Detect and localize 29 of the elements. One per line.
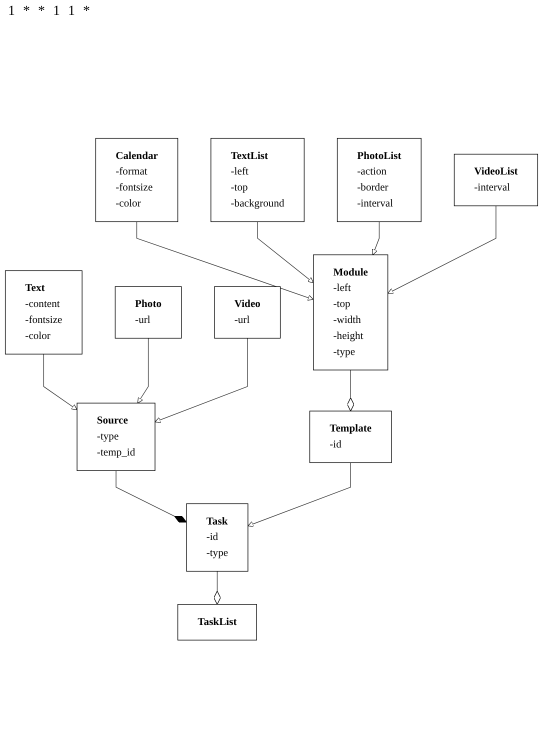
arrow <box>136 221 314 300</box>
multiplicity-label: * <box>23 4 30 20</box>
arrow <box>137 338 149 404</box>
node-box: Source -type -temp_id <box>76 402 156 471</box>
node-box: Photo -url <box>114 286 182 338</box>
node-box: Template -id <box>309 410 392 463</box>
multiplicity-label: 1 <box>53 4 60 20</box>
arrow <box>248 462 351 527</box>
multiplicity-label: 1 <box>68 4 75 20</box>
multiplicity-label: * <box>83 4 90 20</box>
node-box: PhotoList -action -border -interval <box>336 138 422 222</box>
node-box: Task -id -type <box>186 503 248 572</box>
arrow <box>154 338 248 423</box>
multiplicity-label: 1 <box>8 4 15 20</box>
node-box: VideoList -interval <box>454 154 538 206</box>
node-box: Text -content -fontsize -color <box>4 270 82 354</box>
arrow <box>388 205 496 294</box>
node-box: TextList -left -top -background <box>210 138 304 222</box>
connector <box>116 470 187 522</box>
multiplicity-label: * <box>38 4 45 20</box>
arrow <box>257 221 314 283</box>
node-box: Calendar -format -fontsize -color <box>95 138 178 222</box>
connector <box>346 369 354 412</box>
connector <box>214 570 221 604</box>
arrow <box>43 354 78 410</box>
node-box: Module -left -top -width -height -type <box>313 254 388 370</box>
node-box: TaskList <box>177 604 257 640</box>
arrow <box>372 221 380 255</box>
node-box: Video -url <box>214 286 281 338</box>
